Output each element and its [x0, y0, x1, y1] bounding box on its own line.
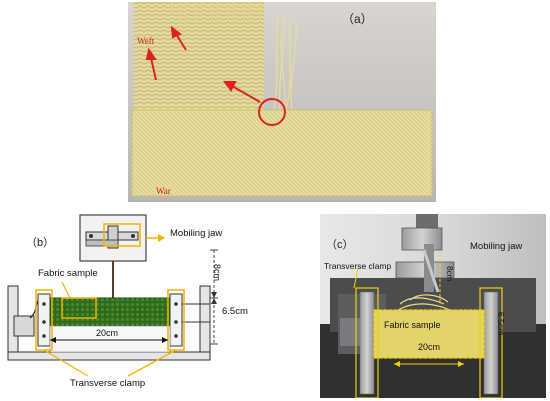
- panel-b-20cm-label: 20cm: [96, 328, 119, 338]
- panel-c-20cm-label: 20cm: [418, 342, 441, 352]
- panel-c-6-5cm-label: 6.5cm: [496, 312, 506, 336]
- panel-c-illustration: [320, 214, 546, 398]
- panel-c-8cm-label: 8cm: [445, 266, 454, 282]
- panel-b-diagram: [7, 214, 218, 377]
- panel-b-schematic: （b） Mobiling jaw Fabric sample 8cm 6.5cm…: [0, 212, 320, 401]
- panel-b-6-5cm-label: 6.5cm: [222, 306, 248, 317]
- panel-b-mobiling-jaw-label: Mobiling jaw: [170, 228, 223, 239]
- panel-b-label: （b）: [26, 237, 55, 249]
- panel-a-illustration: [128, 2, 436, 202]
- warp-label: War: [156, 186, 171, 196]
- panel-a-fabric-photo: （a） Weft War: [128, 2, 436, 202]
- panel-b-fabric-sample-label: Fabric sample: [38, 268, 98, 279]
- weft-label: Weft: [137, 36, 155, 46]
- panel-c-test-photo: （c） Transverse clamp Mobiling jaw 8cm Fa…: [320, 214, 546, 398]
- panel-c-transverse-clamp-label: Transverse clamp: [324, 261, 392, 271]
- panel-c-label: （c）: [326, 239, 354, 251]
- panel-b-transverse-clamp-label: Transverse clamp: [70, 378, 146, 389]
- panel-a-label: （a）: [342, 12, 373, 26]
- panel-c-fabric-sample-label: Fabric sample: [384, 320, 441, 330]
- panel-b-8cm-label: 8cm: [212, 264, 222, 282]
- panel-c-mobiling-jaw-label: Mobiling jaw: [470, 241, 523, 252]
